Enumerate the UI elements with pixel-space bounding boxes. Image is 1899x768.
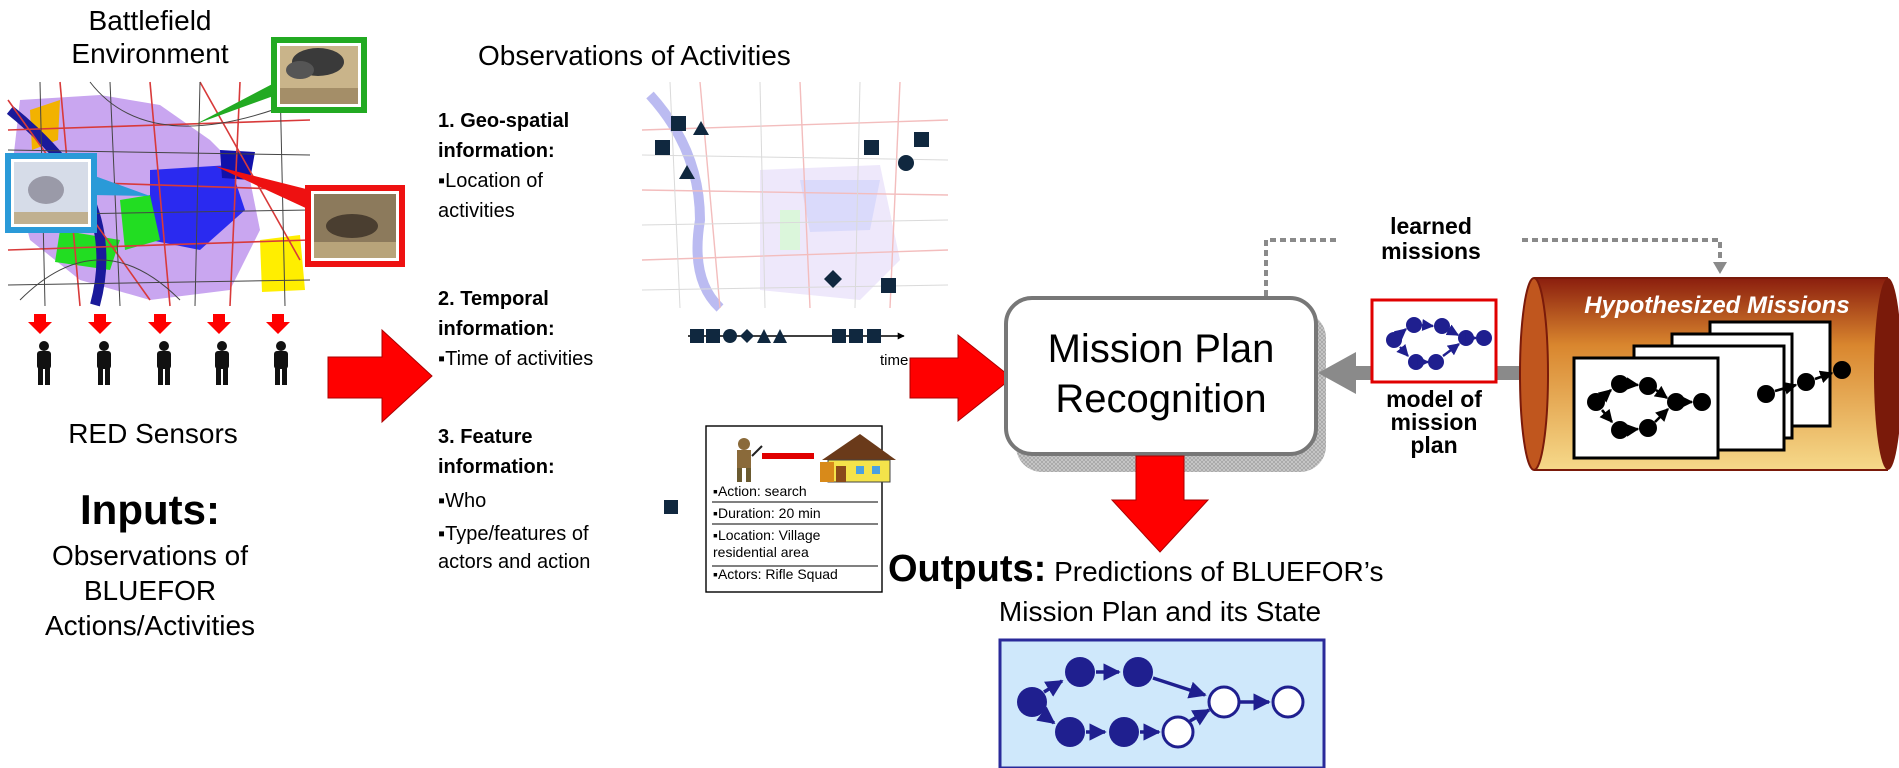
observations-title: Observations of Activities (478, 40, 791, 71)
inputs-desc-line1: Observations of (51, 540, 249, 571)
feature-item-who: ▪Who (438, 490, 487, 512)
card-location-line2: residential area (713, 544, 809, 560)
photo-inset-smoke (271, 37, 367, 113)
temporal-head-line1: 2. Temporal (438, 288, 549, 310)
model-line3: plan (1410, 432, 1458, 458)
feature-card (705, 425, 896, 593)
hypothesized-title: Hypothesized Missions (1584, 292, 1850, 319)
mission-card-stack (1572, 320, 1851, 460)
model-line1: model of (1386, 386, 1482, 412)
callout-pointer-red (215, 166, 310, 210)
feature-item2-line1: ▪Type/features of (438, 523, 589, 545)
model-line2: mission (1390, 409, 1478, 435)
inputs-desc-line3: Actions/Activities (44, 610, 256, 641)
callout-pointer-blue (92, 175, 150, 196)
feature-head-line1: 3. Feature (438, 426, 533, 448)
geo-item-line2: activities (438, 200, 515, 222)
callout-pointer-green (196, 80, 290, 124)
learned-line1: learned (1390, 213, 1472, 239)
card-actors: ▪Actors: Rifle Squad (713, 566, 838, 582)
feature-card-text: ▪Action: search ▪Duration: 20 min ▪Locat… (713, 483, 879, 583)
temporal-item: ▪Time of activities (438, 348, 594, 370)
learned-missions-label: learned missions (1340, 214, 1522, 264)
recognition-label: Mission Plan Recognition (1006, 324, 1316, 424)
flow-arrow-observations (909, 333, 1013, 423)
battlefield-title: Battlefield Environment (60, 4, 240, 70)
card-duration: ▪Duration: 20 min (713, 505, 821, 521)
photo-inset-blast (5, 153, 97, 233)
timeline (688, 329, 905, 343)
observation-markers (655, 116, 929, 293)
inputs-heading: Inputs: (80, 486, 220, 533)
output-state-graph (998, 638, 1326, 768)
temporal-section: 2. Temporal information: ▪Time of activi… (438, 284, 668, 374)
battlefield-title-line2: Environment (71, 38, 229, 69)
flow-arrow-outputs (1110, 455, 1210, 553)
recognition-line1: Mission Plan (1047, 327, 1275, 371)
inputs-description: Observations of BLUEFOR Actions/Activiti… (10, 538, 290, 643)
battlefield-title-line1: Battlefield (88, 5, 212, 36)
who-marker (664, 500, 678, 514)
red-sensors-label: RED Sensors (68, 418, 238, 449)
geo-head-line1: 1. Geo-spatial (438, 110, 570, 132)
learned-missions-connector (1264, 238, 1722, 296)
flow-arrow-inputs (327, 328, 433, 424)
learned-line2: missions (1381, 238, 1481, 264)
outputs-heading: Outputs: (888, 548, 1047, 590)
card-action: ▪Action: search (713, 483, 807, 499)
feature-head-line2: information: (438, 456, 555, 478)
sensor-arrows (28, 314, 290, 334)
inputs-desc-line2: BLUEFOR (83, 575, 217, 606)
observation-map (641, 81, 949, 312)
outputs-desc-line1: Predictions of BLUEFOR’s (1046, 556, 1384, 587)
model-plan-label: model of mission plan (1366, 388, 1502, 457)
temporal-head-line2: information: (438, 318, 555, 340)
photo-inset-wreck (305, 185, 405, 267)
geo-head-line2: information: (438, 140, 555, 162)
geo-item-line1: ▪Location of (438, 170, 543, 192)
model-plan-box (1370, 298, 1498, 384)
learned-arrowhead (1713, 262, 1727, 274)
outputs-desc-line2: Mission Plan and its State (998, 596, 1322, 627)
feature-section: 3. Feature information: ▪Who ▪Type/featu… (438, 422, 668, 576)
time-axis-label: time (880, 352, 909, 369)
red-sensor-soldiers (37, 341, 288, 385)
battlefield-map (6, 81, 311, 307)
outputs-line1: Outputs: Predictions of BLUEFOR’s (888, 548, 1488, 591)
soldier-figure (737, 438, 763, 482)
feature-item2-line2: actors and action (438, 551, 591, 573)
recognition-line2: Recognition (1055, 377, 1267, 421)
card-location-line1: ▪Location: Village (713, 527, 821, 543)
house-icon (820, 434, 896, 483)
geo-spatial-section: 1. Geo-spatial information: ▪Location of… (438, 106, 638, 226)
recognition-box (1004, 296, 1318, 456)
